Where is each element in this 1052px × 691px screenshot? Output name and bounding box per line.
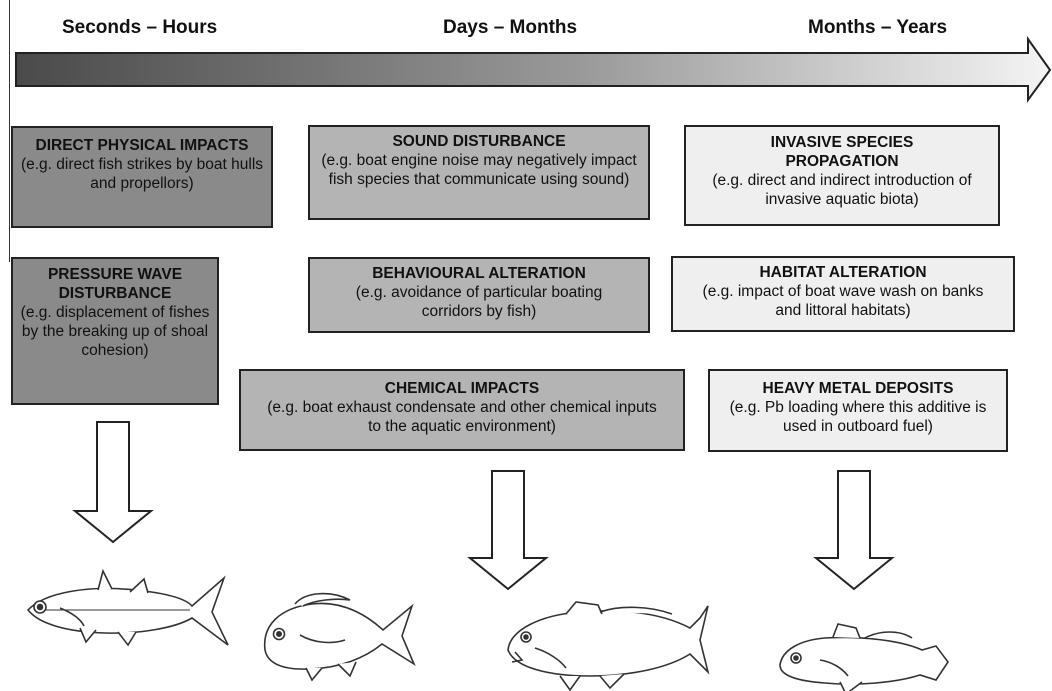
box-description: (e.g. Pb loading where this additive is … <box>729 399 987 435</box>
fish-illustration <box>779 623 949 691</box>
box-description: (e.g. displacement of fishes by the brea… <box>20 304 210 359</box>
fish-illustration <box>263 592 416 682</box>
box-description: (e.g. boat exhaust condensate and other … <box>267 399 657 435</box>
down-arrow <box>813 470 895 591</box>
box-behavioural-alteration: BEHAVIOURAL ALTERATION (e.g. avoidance o… <box>308 257 650 333</box>
box-habitat-alteration: HABITAT ALTERATION (e.g. impact of boat … <box>671 256 1015 332</box>
down-arrow <box>467 470 549 591</box>
box-chemical-impacts: CHEMICAL IMPACTS (e.g. boat exhaust cond… <box>239 369 685 451</box>
box-heavy-metal-deposits: HEAVY METAL DEPOSITS (e.g. Pb loading wh… <box>708 369 1008 452</box>
box-sound-disturbance: SOUND DISTURBANCE (e.g. boat engine nois… <box>308 125 650 220</box>
timeline-gradient-arrow <box>15 35 1052 104</box>
box-title: BEHAVIOURAL ALTERATION <box>372 265 586 282</box>
box-description: (e.g. impact of boat wave wash on banks … <box>702 283 984 319</box>
timescale-label-long: Months – Years <box>808 17 948 38</box>
fish-illustration <box>26 568 229 647</box>
box-direct-physical-impacts: DIRECT PHYSICAL IMPACTS (e.g. direct fis… <box>11 126 273 228</box>
fish-illustration <box>507 601 710 691</box>
box-title: DIRECT PHYSICAL IMPACTS <box>35 137 249 154</box>
box-title: SOUND DISTURBANCE <box>392 133 566 150</box>
box-invasive-species-propagation: INVASIVE SPECIES PROPAGATION (e.g. direc… <box>684 125 1000 226</box>
box-title: HEAVY METAL DEPOSITS <box>762 380 954 397</box>
box-description: (e.g. boat engine noise may negatively i… <box>321 152 637 188</box>
box-description: (e.g. direct and indirect introduction o… <box>712 172 972 208</box>
box-description: (e.g. direct fish strikes by boat hulls … <box>20 156 264 192</box>
left-edge-line <box>9 0 10 262</box>
timescale-label-short: Seconds – Hours <box>62 17 218 38</box>
box-title: HABITAT ALTERATION <box>759 264 927 281</box>
timescale-label-medium: Days – Months <box>443 17 578 38</box>
down-arrow <box>72 421 154 544</box>
box-title: INVASIVE SPECIES PROPAGATION <box>770 134 914 170</box>
box-title: CHEMICAL IMPACTS <box>384 380 540 397</box>
box-title: PRESSURE WAVE DISTURBANCE <box>47 266 183 302</box>
box-pressure-wave-disturbance: PRESSURE WAVE DISTURBANCE (e.g. displace… <box>11 257 219 405</box>
box-description: (e.g. avoidance of particular boating co… <box>355 284 603 320</box>
